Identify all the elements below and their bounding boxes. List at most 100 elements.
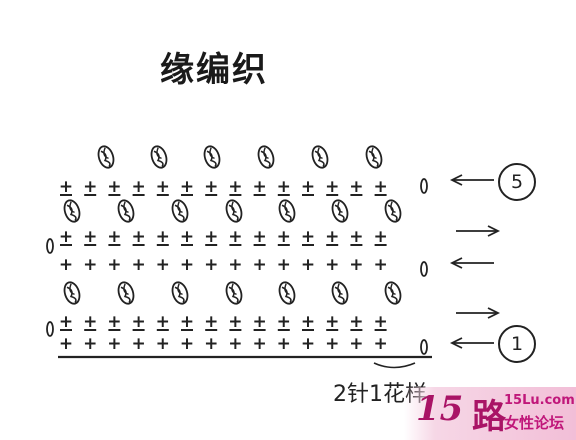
single-crochet-stitch: + <box>180 312 194 332</box>
turning-chain <box>420 339 428 355</box>
single-crochet-stitch: + <box>59 255 73 275</box>
single-crochet-stitch: + <box>373 334 387 354</box>
watermark-logo: 15 路 15Lu.com 女性论坛 <box>404 387 576 440</box>
single-crochet-stitch: + <box>252 255 266 275</box>
single-crochet-stitch: + <box>252 177 266 197</box>
single-crochet-stitch: + <box>107 227 121 247</box>
cluster-stitch <box>117 199 135 223</box>
cluster-outline <box>278 199 296 223</box>
cluster-stitch <box>384 199 402 223</box>
cluster-stitch <box>97 145 115 169</box>
single-crochet-stitch: + <box>277 255 291 275</box>
cluster-outline <box>365 145 383 169</box>
cluster-outline <box>331 199 349 223</box>
single-crochet-stitch: + <box>107 255 121 275</box>
single-crochet-stitch: + <box>325 177 339 197</box>
cluster-stitch <box>257 145 275 169</box>
single-crochet-stitch: + <box>204 312 218 332</box>
single-crochet-stitch: + <box>83 177 97 197</box>
cluster-strand <box>123 283 129 295</box>
cluster-strand <box>390 283 396 295</box>
single-crochet-stitch: + <box>107 334 121 354</box>
arrow-row-2-head <box>487 307 501 319</box>
single-crochet-stitch: + <box>325 255 339 275</box>
single-crochet-stitch: + <box>349 334 363 354</box>
row-5-label: 5 <box>498 163 536 201</box>
cluster-stitch <box>203 145 221 169</box>
single-crochet-stitch: + <box>180 227 194 247</box>
cluster-stitch <box>171 281 189 305</box>
single-crochet-stitch: + <box>107 177 121 197</box>
single-crochet-stitch: + <box>252 312 266 332</box>
cluster-strand <box>231 201 237 213</box>
cluster-stitch <box>150 145 168 169</box>
single-crochet-stitch: + <box>277 312 291 332</box>
cluster-outline <box>311 145 329 169</box>
single-crochet-stitch: + <box>277 227 291 247</box>
single-crochet-stitch: + <box>131 177 145 197</box>
arrow-row-5-head <box>449 174 463 186</box>
single-crochet-stitch: + <box>301 255 315 275</box>
arrow-row-1-head <box>449 337 463 349</box>
cluster-outline <box>171 199 189 223</box>
single-crochet-stitch: + <box>277 334 291 354</box>
turning-chain <box>420 261 428 277</box>
cluster-stitch <box>225 199 243 223</box>
single-crochet-stitch: + <box>228 177 242 197</box>
single-crochet-stitch: + <box>301 334 315 354</box>
cluster-strand <box>284 201 290 213</box>
cluster-outline <box>331 281 349 305</box>
single-crochet-stitch: + <box>156 334 170 354</box>
single-crochet-stitch: + <box>325 334 339 354</box>
single-crochet-stitch: + <box>59 334 73 354</box>
cluster-outline <box>203 145 221 169</box>
cluster-stitch <box>63 199 81 223</box>
single-crochet-stitch: + <box>373 177 387 197</box>
single-crochet-stitch: + <box>180 177 194 197</box>
single-crochet-stitch: + <box>180 255 194 275</box>
turning-chain <box>46 321 54 337</box>
single-crochet-stitch: + <box>228 227 242 247</box>
single-crochet-stitch: + <box>301 177 315 197</box>
cluster-stitch <box>331 199 349 223</box>
cluster-stitch <box>278 199 296 223</box>
single-crochet-stitch: + <box>83 334 97 354</box>
direction-arrows <box>449 174 501 349</box>
cluster-strand <box>209 147 215 159</box>
diagram-title: 缘编织 <box>160 50 268 90</box>
single-crochet-stitch: + <box>59 177 73 197</box>
cluster-strand <box>177 283 183 295</box>
cluster-stitch <box>331 281 349 305</box>
single-crochet-stitch: + <box>131 227 145 247</box>
single-crochet-stitch: + <box>325 227 339 247</box>
arrow-row-4-head <box>487 225 501 237</box>
single-crochet-stitch: + <box>204 177 218 197</box>
cluster-outline <box>225 281 243 305</box>
single-crochet-stitch: + <box>349 227 363 247</box>
turning-chain <box>46 238 54 254</box>
single-crochet-stitch: + <box>228 334 242 354</box>
single-crochet-stitch: + <box>180 334 194 354</box>
single-crochet-stitch: + <box>131 334 145 354</box>
cluster-strand <box>103 147 109 159</box>
single-crochet-stitch: + <box>59 227 73 247</box>
cluster-strand <box>69 201 75 213</box>
watermark-forum: 女性论坛 <box>504 414 565 432</box>
cluster-strand <box>156 147 162 159</box>
row-1-label: 1 <box>498 325 536 363</box>
cluster-strand <box>284 283 290 295</box>
cluster-outline <box>63 199 81 223</box>
single-crochet-stitch: + <box>204 227 218 247</box>
cluster-strand <box>69 283 75 295</box>
cluster-stitch <box>117 281 135 305</box>
cluster-strand <box>177 201 183 213</box>
cluster-outline <box>117 281 135 305</box>
single-crochet-stitch: + <box>131 255 145 275</box>
cluster-strand <box>231 283 237 295</box>
cluster-stitch <box>365 145 383 169</box>
single-crochet-stitch: + <box>228 255 242 275</box>
watermark-char: 路 <box>472 397 506 437</box>
single-crochet-stitch: + <box>349 177 363 197</box>
cluster-strand <box>337 201 343 213</box>
